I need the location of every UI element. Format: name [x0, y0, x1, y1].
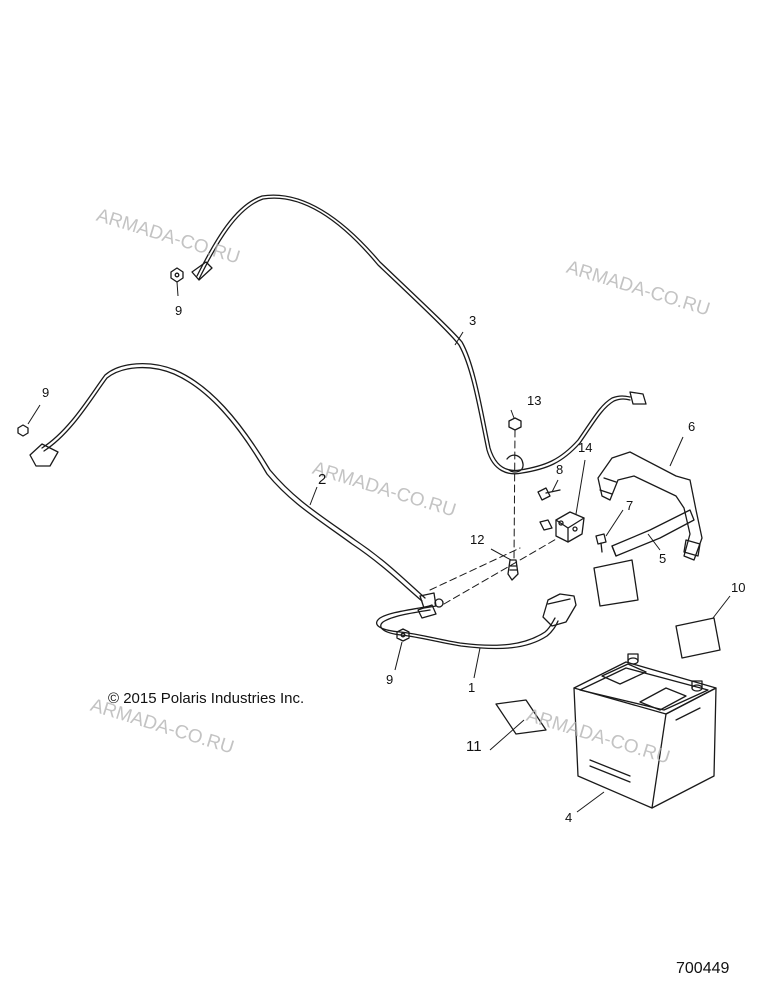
cable-3	[191, 194, 647, 475]
battery-4	[573, 653, 717, 809]
callout-9-left: 9	[42, 385, 50, 400]
callout-4: 4	[565, 810, 573, 825]
callout-13: 13	[527, 393, 542, 408]
nut-9-bottom	[396, 628, 410, 642]
leader-lines	[27, 281, 731, 813]
figure-number: 700449	[676, 960, 730, 977]
cable-3-terminal	[191, 261, 213, 281]
relay-14	[539, 511, 585, 543]
callout-14: 14	[578, 440, 593, 455]
bolt-8	[537, 487, 561, 501]
decal-plate	[593, 559, 639, 607]
callout-8: 8	[556, 462, 564, 477]
cable-1	[376, 593, 577, 650]
callout-3: 3	[469, 313, 477, 328]
decal-11	[495, 699, 547, 735]
callout-7: 7	[626, 498, 634, 513]
nut-9-top	[170, 267, 184, 283]
callout-1: 1	[468, 680, 476, 695]
nut-13	[508, 417, 522, 431]
callout-9-bottom: 9	[386, 672, 394, 687]
cable-3-ring-terminal	[629, 391, 647, 405]
callout-9-top: 9	[175, 303, 183, 318]
cable-2-terminal	[29, 443, 59, 467]
nut-9-left	[17, 424, 29, 437]
callout-2: 2	[318, 471, 327, 488]
hold-down-bracket-6	[597, 451, 703, 561]
callout-10: 10	[731, 580, 746, 595]
decal-10	[675, 617, 721, 659]
callout-12: 12	[470, 532, 485, 547]
callout-6: 6	[688, 419, 696, 434]
callout-11: 11	[466, 738, 482, 755]
stud-12	[507, 559, 519, 581]
callout-5: 5	[659, 551, 667, 566]
bolt-7	[595, 533, 607, 553]
copyright-notice: © 2015 Polaris Industries Inc.	[108, 690, 305, 707]
cable-1-terminal-boot	[542, 593, 577, 627]
assembly-lines	[429, 429, 559, 605]
cable-2	[29, 363, 437, 609]
